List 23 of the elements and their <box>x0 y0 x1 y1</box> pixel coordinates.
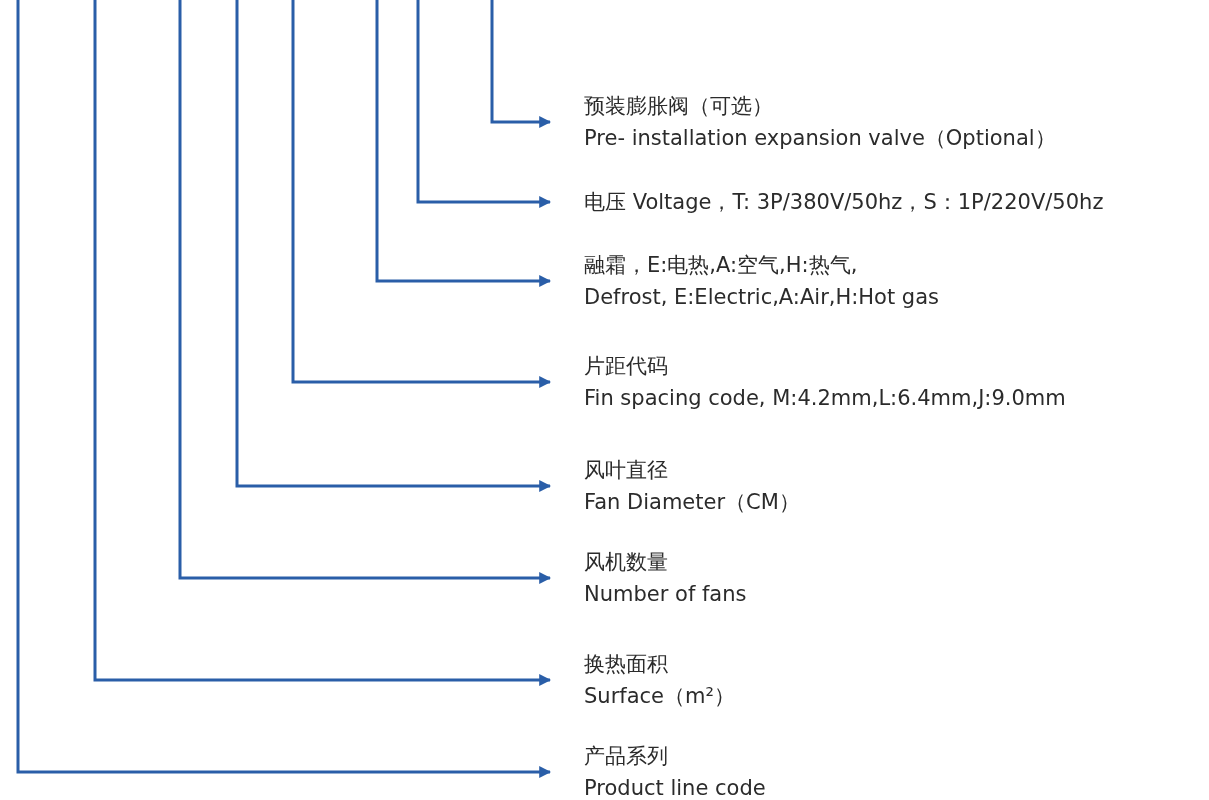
arrow <box>178 0 552 584</box>
description-heading: 片距代码 <box>584 353 668 380</box>
description-heading: 产品系列 <box>584 743 668 770</box>
description-text: Fin spacing code, M:4.2mm,L:6.4mm,J:9.0mm <box>584 385 1066 412</box>
arrow <box>291 0 552 388</box>
description-text: Product line code <box>584 775 766 800</box>
description-heading: 风机数量 <box>584 549 668 576</box>
description-text: Surface（m²） <box>584 683 735 710</box>
description-text: Pre- installation expansion valve（Optional） <box>584 125 1056 152</box>
description-text: Defrost, E:Electric,A:Air,H:Hot gas <box>584 284 939 311</box>
arrow <box>235 0 552 492</box>
arrow <box>16 0 552 778</box>
description-text: Number of fans <box>584 581 747 608</box>
arrow <box>490 0 552 128</box>
description-heading: 融霜，E:电热,A:空气,H:热气, <box>584 252 858 279</box>
description-heading: 风叶直径 <box>584 457 668 484</box>
description-text: Fan Diameter（CM） <box>584 489 800 516</box>
description-heading: 换热面积 <box>584 651 668 678</box>
arrow <box>93 0 552 686</box>
arrow <box>375 0 552 287</box>
description-heading: 电压 Voltage，T: 3P/380V/50hz，S：1P/220V/50hz <box>584 189 1104 216</box>
arrow <box>416 0 552 208</box>
description-heading: 预装膨胀阀（可选） <box>584 93 773 120</box>
